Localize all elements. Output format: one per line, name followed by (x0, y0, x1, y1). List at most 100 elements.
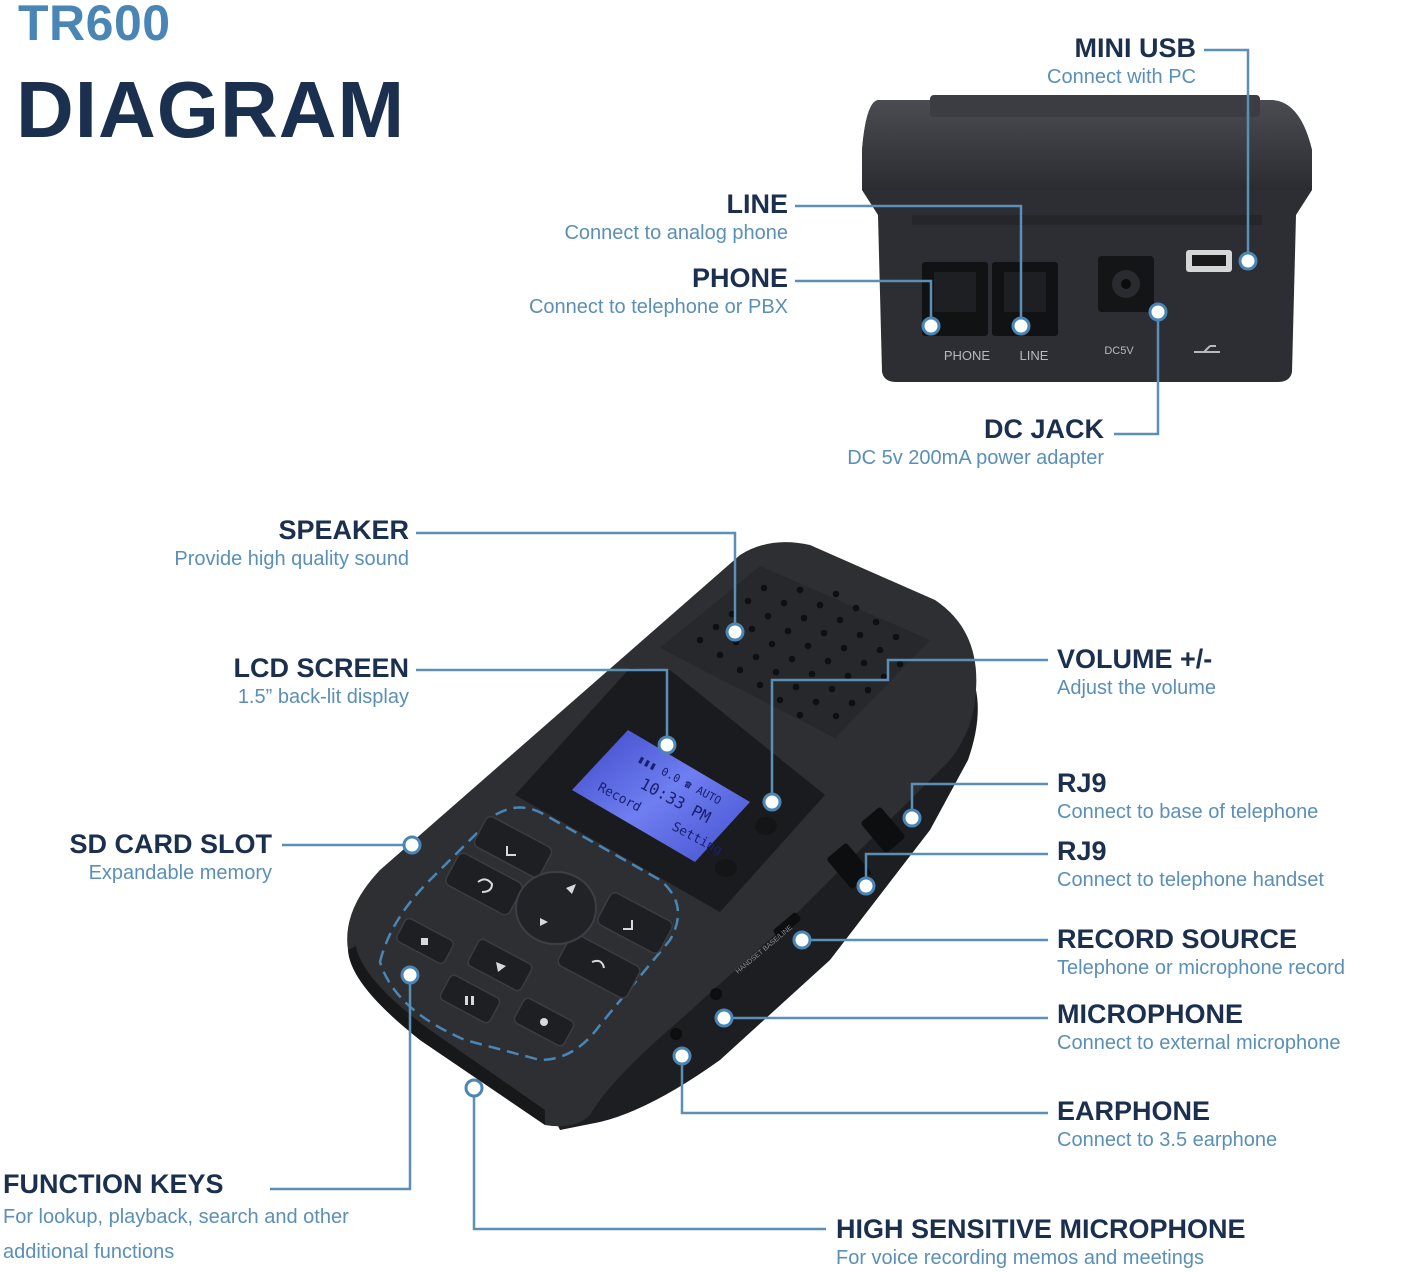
callout-rj9-base: RJ9 Connect to base of telephone (1057, 767, 1318, 825)
callout-hs-microphone: HIGH SENSITIVE MICROPHONE For voice reco… (836, 1213, 1246, 1271)
leader-earphone (680, 1056, 1048, 1115)
diagram-title: DIAGRAM (16, 65, 406, 154)
stop-icon (421, 938, 428, 945)
callout-sd-card-title: SD CARD SLOT (69, 829, 273, 859)
callout-volume-title: VOLUME +/- (1057, 644, 1213, 674)
marker-sd-card (402, 835, 422, 855)
callout-mini-usb: MINI USB Connect with PC (1047, 32, 1196, 90)
callout-hs-microphone-title: HIGH SENSITIVE MICROPHONE (836, 1214, 1246, 1244)
menu-arrow-icon (591, 959, 605, 969)
volume-down-button[interactable] (715, 859, 737, 877)
callout-phone-desc: Connect to telephone or PBX (528, 296, 788, 318)
function-keys-area (378, 806, 680, 1062)
leader-speaker (416, 531, 737, 632)
callout-earphone: EARPHONE Connect to 3.5 earphone (1057, 1095, 1277, 1153)
callout-line-desc: Connect to analog phone (564, 222, 788, 244)
right-arrow-icon (623, 920, 633, 930)
key-up-left[interactable] (472, 815, 553, 880)
callout-dc-jack-desc: DC 5v 200mA power adapter (847, 447, 1104, 469)
speaker-grille (660, 566, 930, 738)
up-left-arrow-icon (506, 846, 516, 856)
marker-phone (921, 316, 941, 336)
callout-function-keys-title: FUNCTION KEYS (3, 1169, 224, 1199)
callout-line-title: LINE (726, 189, 788, 219)
callout-rj9-handset-title: RJ9 (1057, 836, 1107, 866)
callout-speaker: SPEAKER Provide high quality sound (174, 514, 409, 572)
key-pause[interactable] (439, 973, 502, 1024)
callout-volume: VOLUME +/- Adjust the volume (1057, 643, 1216, 701)
leader-lines (270, 48, 1250, 1231)
back-arrow-icon (477, 878, 494, 893)
leader-line (795, 204, 1023, 325)
leader-mini-usb (1204, 48, 1250, 261)
marker-volume (762, 792, 782, 812)
callout-line: LINE Connect to analog phone (564, 188, 788, 246)
marker-mini-usb (1238, 251, 1258, 271)
marker-record-source (792, 930, 812, 950)
marker-lcd (657, 735, 677, 755)
leader-lcd (416, 668, 669, 745)
callout-lcd-screen: LCD SCREEN 1.5” back-lit display (233, 652, 409, 710)
callout-earphone-title: EARPHONE (1057, 1096, 1211, 1126)
earphone-jack (670, 1028, 682, 1040)
marker-rj9-base (902, 808, 922, 828)
callout-dc-jack: DC JACK DC 5v 200mA power adapter (847, 413, 1104, 471)
callout-mini-usb-title: MINI USB (1074, 33, 1197, 63)
marker-earphone (672, 1046, 692, 1066)
dc5v-label: DC5V (1104, 345, 1134, 357)
leader-phone (795, 279, 933, 325)
callout-sd-card: SD CARD SLOT Expandable memory (70, 828, 273, 886)
callout-record-source: RECORD SOURCE Telephone or microphone re… (1057, 923, 1345, 981)
record-source-switch[interactable] (772, 912, 801, 939)
record-dot-icon (540, 1018, 548, 1026)
callout-record-source-desc: Telephone or microphone record (1057, 957, 1345, 979)
leader-dc-jack (1114, 312, 1160, 436)
marker-microphone (714, 1008, 734, 1028)
navigation-dial[interactable] (515, 871, 597, 945)
play-icon (496, 962, 506, 972)
callout-mini-usb-desc: Connect with PC (1047, 66, 1196, 88)
key-right[interactable] (596, 891, 675, 956)
callout-microphone-desc: Connect to external microphone (1057, 1032, 1341, 1054)
leader-function-keys (270, 975, 412, 1191)
leader-rj9-base (910, 782, 1048, 817)
callout-hs-microphone-desc: For voice recording memos and meetings (836, 1247, 1204, 1269)
model-name: TR600 (18, 0, 171, 51)
callout-record-source-title: RECORD SOURCE (1057, 924, 1298, 954)
callout-rj9-handset-desc: Connect to telephone handset (1057, 869, 1324, 891)
callout-rj9-base-desc: Connect to base of telephone (1057, 801, 1319, 823)
callout-function-keys: FUNCTION KEYS For lookup, playback, sear… (3, 1168, 349, 1270)
marker-function-keys (400, 965, 420, 985)
callout-speaker-title: SPEAKER (278, 515, 409, 545)
callout-function-keys-desc-1: For lookup, playback, search and other (3, 1206, 349, 1228)
volume-up-button[interactable] (755, 817, 777, 835)
marker-dc-jack (1148, 302, 1168, 322)
pause-icon (465, 996, 468, 1005)
phone-port-label: PHONE (944, 348, 991, 363)
callout-dc-jack-title: DC JACK (983, 414, 1104, 444)
microphone-jack (710, 988, 722, 1000)
rj9-base-port (861, 807, 905, 853)
line-port-label: LINE (1020, 348, 1049, 363)
rj9-handset-port (827, 843, 871, 889)
callout-lcd-screen-desc: 1.5” back-lit display (237, 686, 409, 708)
device-back-view: PHONE LINE DC5V (862, 95, 1312, 382)
callout-lcd-screen-title: LCD SCREEN (233, 653, 409, 683)
callout-markers (400, 251, 1258, 1098)
leader-volume (770, 658, 1048, 800)
callout-rj9-base-title: RJ9 (1057, 768, 1107, 798)
callout-volume-desc: Adjust the volume (1057, 677, 1216, 699)
marker-speaker (725, 622, 745, 642)
callout-speaker-desc: Provide high quality sound (174, 548, 409, 570)
dial-up-arrow-icon (566, 884, 576, 894)
device-front-view: ▮▮▮ 0.0 ☎ AUTO 10:33 PM Record Setting (347, 542, 978, 1130)
callout-sd-card-desc: Expandable memory (88, 862, 272, 884)
callout-rj9-handset: RJ9 Connect to telephone handset (1057, 835, 1324, 893)
marker-rj9-handset (856, 876, 876, 896)
usb-symbol-icon (1194, 345, 1220, 353)
marker-line (1011, 316, 1031, 336)
leader-rj9-handset (864, 852, 1048, 885)
callout-microphone-title: MICROPHONE (1057, 999, 1244, 1029)
key-menu[interactable] (556, 932, 642, 1000)
